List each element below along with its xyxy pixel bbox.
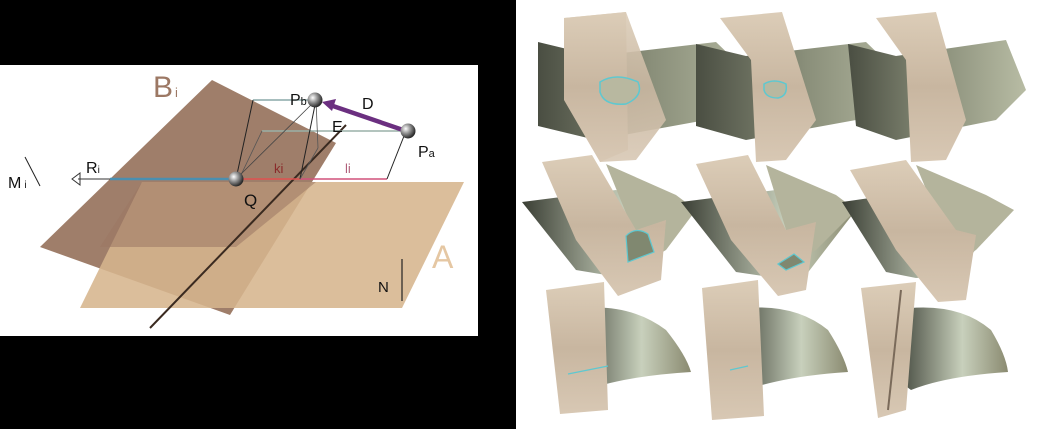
point-pa: [400, 123, 416, 139]
label-a: A: [432, 239, 454, 275]
frame-2-3: [842, 160, 1014, 302]
label-ki: ki: [274, 161, 284, 176]
point-pb: [307, 92, 323, 108]
frame-2-1: [522, 155, 696, 296]
label-pb: Pb: [290, 92, 307, 109]
frame-1-3: [848, 12, 1026, 162]
line-e: [149, 124, 347, 329]
arrow-d-head: [322, 99, 336, 111]
cloth-simulation-grid: [522, 12, 1026, 420]
construction-line: [315, 99, 319, 149]
frame-3-3: [861, 282, 1008, 418]
arrow-d: [329, 102, 407, 134]
construction-line: [237, 99, 317, 178]
cloth-simulation-panel: [516, 0, 1044, 429]
label-li: li: [345, 161, 351, 176]
label-d: D: [362, 96, 374, 113]
point-q: [228, 171, 244, 187]
construction-line: [239, 130, 263, 178]
plane-overlap: [100, 182, 316, 247]
label-pa: Pa: [418, 144, 436, 161]
frame-3-1: [546, 282, 691, 414]
frame-2-2: [681, 155, 856, 296]
construction-line: [299, 99, 317, 180]
label-n: N: [378, 279, 389, 296]
frame-3-2: [702, 280, 848, 420]
label-q: Q: [244, 191, 257, 210]
label-ri: Ri: [86, 160, 100, 177]
m-line: [24, 156, 41, 187]
construction-line: [235, 99, 254, 180]
ray-arrowhead: [71, 172, 81, 186]
construction-line: [386, 130, 407, 180]
construction-line: [299, 147, 319, 180]
label-e: E: [332, 119, 343, 136]
